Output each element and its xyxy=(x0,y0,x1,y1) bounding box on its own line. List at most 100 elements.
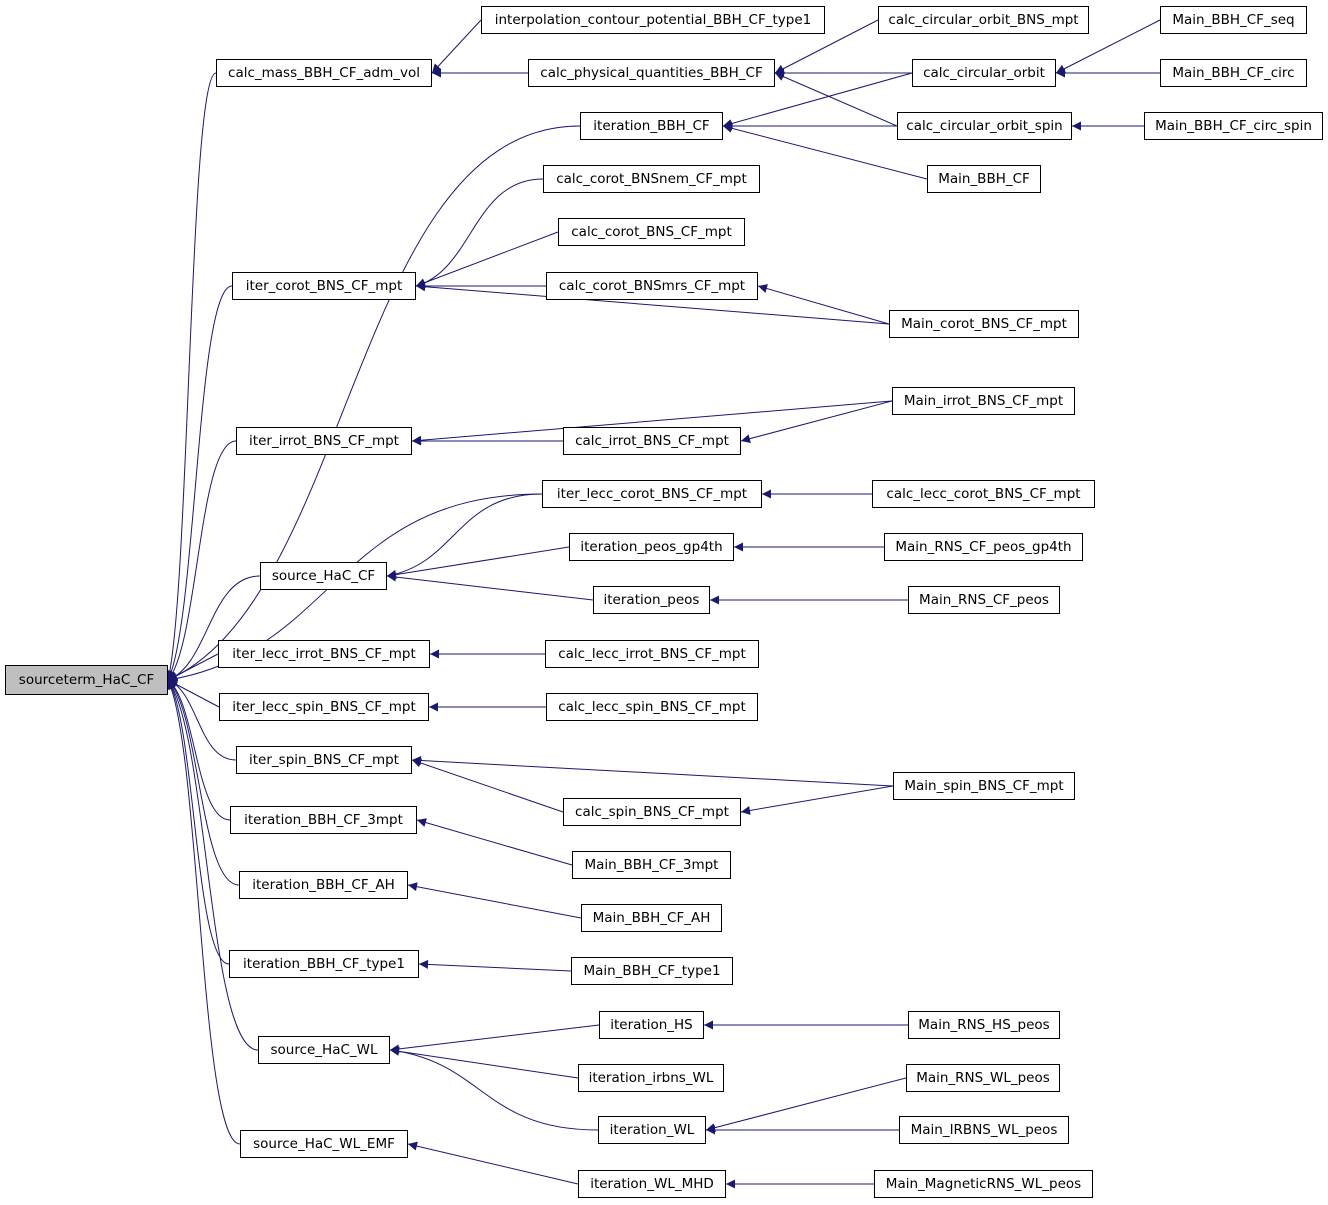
node-iteration-irbns-wl[interactable]: iteration_irbns_WL xyxy=(578,1064,724,1092)
node-main-magneticrns-wl-peos[interactable]: Main_MagneticRNS_WL_peos xyxy=(874,1170,1093,1198)
node-label: iteration_WL_MHD xyxy=(590,1176,714,1192)
node-source-hac-cf[interactable]: source_HaC_CF xyxy=(260,562,387,590)
node-main-spin-bns-cf-mpt[interactable]: Main_spin_BNS_CF_mpt xyxy=(893,772,1075,800)
node-label: calc_lecc_spin_BNS_CF_mpt xyxy=(558,699,746,715)
node-main-bbh-cf[interactable]: Main_BBH_CF xyxy=(927,165,1041,193)
node-source-hac-wl-emf[interactable]: source_HaC_WL_EMF xyxy=(240,1130,408,1158)
edge-n39-n38 xyxy=(418,959,572,972)
node-label: calc_circular_orbit_spin xyxy=(906,118,1063,134)
node-calc-circular-orbit-bns-mpt[interactable]: calc_circular_orbit_BNS_mpt xyxy=(878,6,1089,34)
node-label: calc_spin_BNS_CF_mpt xyxy=(575,804,729,820)
node-label: calc_mass_BBH_CF_adm_vol xyxy=(228,65,420,81)
node-calc-irrot-bns-cf-mpt[interactable]: calc_irrot_BNS_CF_mpt xyxy=(563,427,741,455)
node-calc-corot-bnsmrs-cf-mpt[interactable]: calc_corot_BNSmrs_CF_mpt xyxy=(546,272,758,300)
node-label: iteration_HS xyxy=(610,1017,693,1033)
node-main-bbh-cf-ah[interactable]: Main_BBH_CF_AH xyxy=(581,904,722,932)
node-main-rns-cf-peos[interactable]: Main_RNS_CF_peos xyxy=(908,586,1060,614)
node-calc-mass-bbh-cf-adm-vol[interactable]: calc_mass_BBH_CF_adm_vol xyxy=(216,59,432,87)
node-iter-corot-bns-cf-mpt[interactable]: iter_corot_BNS_CF_mpt xyxy=(232,272,416,300)
node-label: iteration_peos_gp4th xyxy=(580,539,723,555)
edge-n16-n14 xyxy=(415,282,890,325)
node-calc-circular-orbit[interactable]: calc_circular_orbit xyxy=(912,59,1056,87)
node-label: calc_lecc_corot_BNS_CF_mpt xyxy=(886,486,1081,502)
edge-n16-n15 xyxy=(757,284,890,325)
node-main-irbns-wl-peos[interactable]: Main_IRBNS_WL_peos xyxy=(899,1116,1069,1144)
node-iteration-bbh-cf-ah[interactable]: iteration_BBH_CF_AH xyxy=(239,871,408,899)
node-main-bbh-cf-type1[interactable]: Main_BBH_CF_type1 xyxy=(571,957,733,985)
node-iter-lecc-irrot-bns-cf-mpt[interactable]: iter_lecc_irrot_BNS_CF_mpt xyxy=(218,640,430,668)
node-iter-spin-bns-cf-mpt[interactable]: iter_spin_BNS_CF_mpt xyxy=(236,746,412,774)
node-calc-circular-orbit-spin[interactable]: calc_circular_orbit_spin xyxy=(897,112,1072,140)
node-label: calc_corot_BNS_CF_mpt xyxy=(571,224,732,240)
node-calc-lecc-irrot-bns-cf-mpt[interactable]: calc_lecc_irrot_BNS_CF_mpt xyxy=(545,640,759,668)
edge-n44-n45 xyxy=(705,1077,907,1133)
node-iteration-bbh-cf-3mpt[interactable]: iteration_BBH_CF_3mpt xyxy=(230,806,417,834)
node-label: Main_MagneticRNS_WL_peos xyxy=(885,1176,1082,1192)
node-label: Main_RNS_WL_peos xyxy=(916,1070,1050,1086)
node-iteration-bbh-cf-type1[interactable]: iteration_BBH_CF_type1 xyxy=(229,950,419,978)
node-label: Main_BBH_CF xyxy=(938,171,1030,187)
node-calc-lecc-spin-bns-cf-mpt[interactable]: calc_lecc_spin_BNS_CF_mpt xyxy=(546,693,758,721)
edge-n12-n14 xyxy=(415,178,544,288)
node-interpolation-contour-potential-bbh-cf-type1[interactable]: interpolation_contour_potential_BBH_CF_t… xyxy=(481,6,825,34)
node-calc-spin-bns-cf-mpt[interactable]: calc_spin_BNS_CF_mpt xyxy=(563,798,741,826)
edge-n22-n24 xyxy=(386,546,570,580)
node-label: calc_corot_BNSnem_CF_mpt xyxy=(556,171,747,187)
node-calc-lecc-corot-bns-cf-mpt[interactable]: calc_lecc_corot_BNS_CF_mpt xyxy=(872,480,1095,508)
node-label: iteration_BBH_CF xyxy=(593,118,710,134)
edge-n6-n3 xyxy=(774,72,898,127)
node-main-bbh-cf-circ-spin[interactable]: Main_BBH_CF_circ_spin xyxy=(1144,112,1323,140)
node-main-bbh-cf-seq[interactable]: Main_BBH_CF_seq xyxy=(1160,6,1307,34)
node-iteration-wl-mhd[interactable]: iteration_WL_MHD xyxy=(578,1170,726,1198)
node-main-corot-bns-cf-mpt[interactable]: Main_corot_BNS_CF_mpt xyxy=(889,310,1079,338)
node-label: iter_corot_BNS_CF_mpt xyxy=(245,278,403,294)
edge-n38-n0 xyxy=(167,679,230,965)
node-label: iteration_peos xyxy=(603,592,700,608)
node-label: Main_irrot_BNS_CF_mpt xyxy=(903,393,1064,409)
node-label: iteration_BBH_CF_type1 xyxy=(243,956,405,972)
node-label: Main_BBH_CF_seq xyxy=(1172,12,1295,28)
edge-n43-n42 xyxy=(389,1046,579,1079)
edge-n34-n0 xyxy=(167,679,231,821)
node-label: iter_lecc_corot_BNS_CF_mpt xyxy=(556,486,748,502)
edge-n45-n42 xyxy=(389,1046,599,1131)
node-calc-corot-bns-cf-mpt[interactable]: calc_corot_BNS_CF_mpt xyxy=(558,218,745,246)
node-iteration-peos-gp4th[interactable]: iteration_peos_gp4th xyxy=(569,533,734,561)
edge-n1-n0 xyxy=(165,72,217,681)
edge-n24-n0 xyxy=(167,575,261,682)
node-calc-corot-bnsnem-cf-mpt[interactable]: calc_corot_BNSnem_CF_mpt xyxy=(543,165,760,193)
edge-n32-n33 xyxy=(740,785,894,815)
node-label: iteration_BBH_CF_3mpt xyxy=(244,812,403,828)
node-iter-irrot-bns-cf-mpt[interactable]: iter_irrot_BNS_CF_mpt xyxy=(236,427,412,455)
node-main-rns-cf-peos-gp4th[interactable]: Main_RNS_CF_peos_gp4th xyxy=(884,533,1083,561)
node-label: iter_spin_BNS_CF_mpt xyxy=(249,752,399,768)
node-label: Main_BBH_CF_AH xyxy=(592,910,711,926)
node-iteration-bbh-cf[interactable]: iteration_BBH_CF xyxy=(580,112,723,140)
node-iteration-peos[interactable]: iteration_peos xyxy=(593,586,710,614)
node-label: Main_IRBNS_WL_peos xyxy=(910,1122,1058,1138)
edge-n7-n5 xyxy=(1055,19,1161,74)
node-main-bbh-cf-3mpt[interactable]: Main_BBH_CF_3mpt xyxy=(572,851,731,879)
node-iteration-wl[interactable]: iteration_WL xyxy=(598,1116,706,1144)
node-label: iter_lecc_spin_BNS_CF_mpt xyxy=(232,699,416,715)
node-label: calc_corot_BNSmrs_CF_mpt xyxy=(558,278,746,294)
edge-n37-n36 xyxy=(407,882,582,919)
edge-n33-n31 xyxy=(411,758,564,813)
node-label: Main_corot_BNS_CF_mpt xyxy=(901,316,1067,332)
node-main-bbh-cf-circ[interactable]: Main_BBH_CF_circ xyxy=(1160,59,1307,87)
node-calc-physical-quantities-bbh-cf[interactable]: calc_physical_quantities_BBH_CF xyxy=(528,59,775,87)
node-iter-lecc-spin-bns-cf-mpt[interactable]: iter_lecc_spin_BNS_CF_mpt xyxy=(219,693,429,721)
edge-n36-n0 xyxy=(167,679,240,886)
node-source-hac-wl[interactable]: source_HaC_WL xyxy=(258,1036,390,1064)
node-main-rns-wl-peos[interactable]: Main_RNS_WL_peos xyxy=(906,1064,1060,1092)
node-main-rns-hs-peos[interactable]: Main_RNS_HS_peos xyxy=(908,1011,1060,1039)
edge-n4-n3 xyxy=(774,19,879,74)
node-label: Main_BBH_CF_circ_spin xyxy=(1155,118,1312,134)
node-label: source_HaC_CF xyxy=(271,568,376,584)
node-iter-lecc-corot-bns-cf-mpt[interactable]: iter_lecc_corot_BNS_CF_mpt xyxy=(542,480,762,508)
node-label: calc_irrot_BNS_CF_mpt xyxy=(575,433,729,449)
node-label: source_HaC_WL_EMF xyxy=(253,1136,395,1152)
node-iteration-hs[interactable]: iteration_HS xyxy=(599,1011,704,1039)
node-main-irrot-bns-cf-mpt[interactable]: Main_irrot_BNS_CF_mpt xyxy=(892,387,1075,415)
